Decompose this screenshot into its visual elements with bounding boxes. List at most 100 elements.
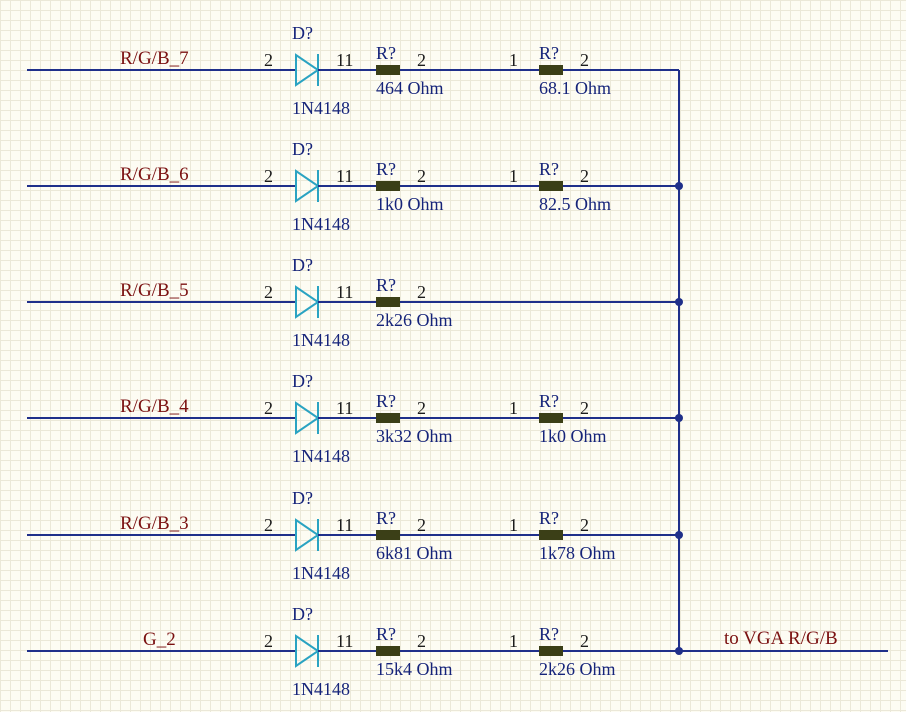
resistor-r2-body xyxy=(539,646,563,656)
resistor-r2-pin-1: 1 xyxy=(509,50,518,70)
diode-triangle xyxy=(295,634,320,668)
resistor-r1-body xyxy=(376,646,400,656)
resistor-r1-body xyxy=(376,181,400,191)
resistor-r2-pin-2: 2 xyxy=(580,398,589,418)
diode-symbol xyxy=(295,285,320,319)
diode-pin-anode: 2 xyxy=(264,50,273,70)
resistor-r2-pin-2: 2 xyxy=(580,631,589,651)
resistor-r2-designator: R? xyxy=(539,624,559,644)
diode-value: 1N4148 xyxy=(292,98,350,118)
net-label: R/G/B_7 xyxy=(120,48,189,69)
diode-pin-anode: 2 xyxy=(264,515,273,535)
diode-triangle xyxy=(295,169,320,203)
junction-dot xyxy=(675,298,683,306)
diode-pin-cathode: 11 xyxy=(336,50,353,70)
diode-pin-anode: 2 xyxy=(264,398,273,418)
resistor-r1-designator: R? xyxy=(376,624,396,644)
diode-triangle xyxy=(295,285,320,319)
resistor-r2-pin-1: 1 xyxy=(509,166,518,186)
diode-pin-cathode: 11 xyxy=(336,515,353,535)
resistor-r2-pin-1: 1 xyxy=(509,515,518,535)
output-net-label: to VGA R/G/B xyxy=(724,628,838,649)
net-label: R/G/B_4 xyxy=(120,396,189,417)
junction-dot xyxy=(675,182,683,190)
resistor-r1-pin-2: 2 xyxy=(417,166,426,186)
circuit-row: R/G/B_7 2 11 D? 1N4148 R? 2 464 Ohm 1 R? 2 68.1 Ohm xyxy=(27,23,679,118)
resistor-r2-designator: R? xyxy=(539,508,559,528)
diode-value: 1N4148 xyxy=(292,563,350,583)
resistor-r1-value: 2k26 Ohm xyxy=(376,310,453,330)
resistor-r2-pin-2: 2 xyxy=(580,50,589,70)
resistor-r1-value: 6k81 Ohm xyxy=(376,543,453,563)
diode-designator: D? xyxy=(292,371,313,391)
diode-triangle xyxy=(295,53,320,87)
diode-triangle xyxy=(295,518,320,552)
resistor-r2-value: 82.5 Ohm xyxy=(539,194,611,214)
diode-pin-cathode: 11 xyxy=(336,398,353,418)
resistor-r1-pin-2: 2 xyxy=(417,50,426,70)
resistor-r1-pin-2: 2 xyxy=(417,282,426,302)
diode-pin-cathode: 11 xyxy=(336,631,353,651)
resistor-r1-designator: R? xyxy=(376,391,396,411)
net-label: R/G/B_3 xyxy=(120,513,189,534)
diode-pin-anode: 2 xyxy=(264,282,273,302)
diode-triangle xyxy=(295,401,320,435)
resistor-r1-designator: R? xyxy=(376,508,396,528)
diode-symbol xyxy=(295,634,320,668)
resistor-r2-value: 2k26 Ohm xyxy=(539,659,616,679)
diode-pin-cathode: 11 xyxy=(336,282,353,302)
resistor-r1-value: 3k32 Ohm xyxy=(376,426,453,446)
resistor-r2-pin-1: 1 xyxy=(509,631,518,651)
resistor-r1-body xyxy=(376,65,400,75)
diode-designator: D? xyxy=(292,139,313,159)
resistor-r1-pin-2: 2 xyxy=(417,515,426,535)
resistor-r1-pin-2: 2 xyxy=(417,631,426,651)
diode-designator: D? xyxy=(292,488,313,508)
resistor-r1-body xyxy=(376,297,400,307)
junction-dot xyxy=(675,647,683,655)
diode-value: 1N4148 xyxy=(292,214,350,234)
resistor-r2-value: 1k0 Ohm xyxy=(539,426,607,446)
junction-dot xyxy=(675,531,683,539)
diode-pin-cathode: 11 xyxy=(336,166,353,186)
net-label: G_2 xyxy=(143,629,176,650)
diode-pin-anode: 2 xyxy=(264,631,273,651)
resistor-r1-value: 1k0 Ohm xyxy=(376,194,444,214)
diode-symbol xyxy=(295,518,320,552)
diode-symbol xyxy=(295,401,320,435)
diode-value: 1N4148 xyxy=(292,679,350,699)
diode-value: 1N4148 xyxy=(292,330,350,350)
resistor-r2-body xyxy=(539,530,563,540)
diode-pin-anode: 2 xyxy=(264,166,273,186)
resistor-r2-pin-2: 2 xyxy=(580,515,589,535)
net-label: R/G/B_5 xyxy=(120,280,189,301)
resistor-r1-body xyxy=(376,530,400,540)
diode-designator: D? xyxy=(292,255,313,275)
diode-value: 1N4148 xyxy=(292,446,350,466)
resistor-r2-pin-1: 1 xyxy=(509,398,518,418)
resistor-r2-body xyxy=(539,65,563,75)
resistor-r1-value: 464 Ohm xyxy=(376,78,444,98)
resistor-r1-designator: R? xyxy=(376,275,396,295)
resistor-r2-designator: R? xyxy=(539,159,559,179)
circuit-row: G_2 2 11 D? 1N4148 R? 2 15k4 Ohm 1 R? 2 2k26 Ohm xyxy=(27,604,683,699)
resistor-r1-designator: R? xyxy=(376,159,396,179)
resistor-r1-designator: R? xyxy=(376,43,396,63)
resistor-r2-body xyxy=(539,413,563,423)
diode-designator: D? xyxy=(292,23,313,43)
junction-dot xyxy=(675,414,683,422)
net-label: R/G/B_6 xyxy=(120,164,189,185)
resistor-r2-pin-2: 2 xyxy=(580,166,589,186)
circuit-row: R/G/B_6 2 11 D? 1N4148 R? 2 1k0 Ohm 1 R? 2 82.5 Ohm xyxy=(27,139,683,234)
circuit-row: R/G/B_5 2 11 D? 1N4148 R? 2 2k26 Ohm xyxy=(27,255,683,350)
resistor-r1-body xyxy=(376,413,400,423)
resistor-r2-body xyxy=(539,181,563,191)
diode-designator: D? xyxy=(292,604,313,624)
resistor-r2-value: 68.1 Ohm xyxy=(539,78,611,98)
resistor-r2-designator: R? xyxy=(539,43,559,63)
resistor-r1-value: 15k4 Ohm xyxy=(376,659,453,679)
